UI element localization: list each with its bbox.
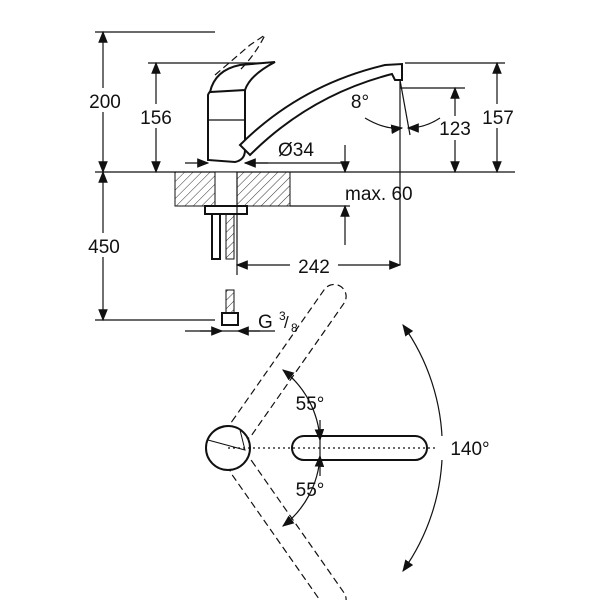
lever [208, 61, 276, 94]
top-view: 140° 55° 55° [205, 283, 490, 600]
dim-diameter: Ø34 [278, 140, 314, 161]
spout-left-position [229, 283, 347, 441]
dim-156: 156 [140, 108, 172, 129]
dim-thread-den: 8 [291, 321, 298, 335]
spout-right-position [229, 455, 347, 600]
lever-raised-outline [214, 33, 267, 76]
faucet-body [207, 86, 246, 164]
dim-8deg: 8° [351, 92, 369, 113]
dim-55deg-right: 55° [296, 480, 325, 501]
dim-242: 242 [298, 257, 330, 278]
dim-200: 200 [89, 92, 121, 113]
spout [238, 62, 403, 157]
dim-55deg-left: 55° [296, 394, 325, 415]
dim-140deg: 140° [450, 439, 489, 460]
side-view: 200 156 157 123 8° Ø34 max. 60 [80, 30, 522, 336]
supply-hose-left [211, 213, 221, 260]
hose-connector [221, 312, 239, 326]
dim-max60: max. 60 [345, 184, 413, 205]
dim-123: 123 [439, 119, 471, 140]
dim-450: 450 [88, 237, 120, 258]
thread-slash: / [284, 313, 289, 332]
dim-thread-num: 3 [279, 309, 286, 323]
dim-thread: G [258, 312, 273, 333]
supply-hose-right [225, 213, 235, 260]
dim-157: 157 [482, 108, 514, 129]
